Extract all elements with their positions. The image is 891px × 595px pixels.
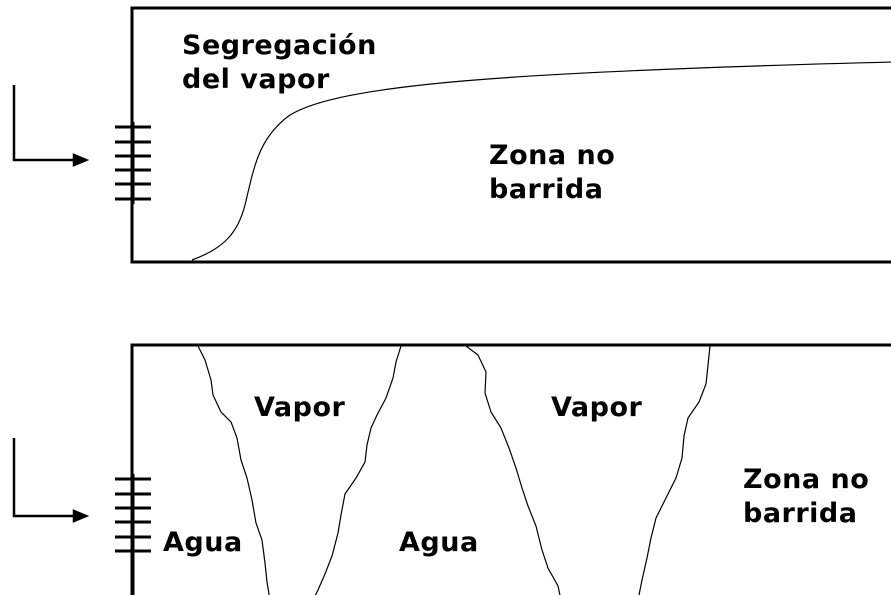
steam-finger-1-right-edge — [314, 345, 402, 595]
bottom-unswept-label-line2: barrida — [743, 498, 858, 529]
water-label-2: Agua — [399, 527, 479, 558]
segregation-label-line2: del vapor — [182, 64, 330, 95]
bottom-injection-arrow — [12, 438, 90, 523]
bottom-perforations — [115, 474, 151, 595]
top-perforations — [115, 122, 151, 204]
vapor-label-1: Vapor — [254, 392, 346, 423]
steam-front-curve — [191, 61, 891, 261]
steam-finger-2-left-edge — [465, 345, 561, 595]
top-injection-arrow — [12, 85, 90, 167]
top-unswept-label-line2: barrida — [489, 174, 604, 205]
steam-finger-2-right-edge — [638, 345, 711, 595]
top-unswept-label-line1: Zona no — [489, 140, 616, 171]
water-label-1: Agua — [163, 527, 243, 558]
segregation-label-line1: Segregación — [182, 30, 377, 61]
top-panel — [12, 6, 891, 264]
bottom-unswept-label-line1: Zona no — [743, 464, 870, 495]
steam-finger-1-left-edge — [197, 345, 270, 595]
vapor-label-2: Vapor — [551, 392, 643, 423]
bottom-panel — [12, 343, 891, 595]
